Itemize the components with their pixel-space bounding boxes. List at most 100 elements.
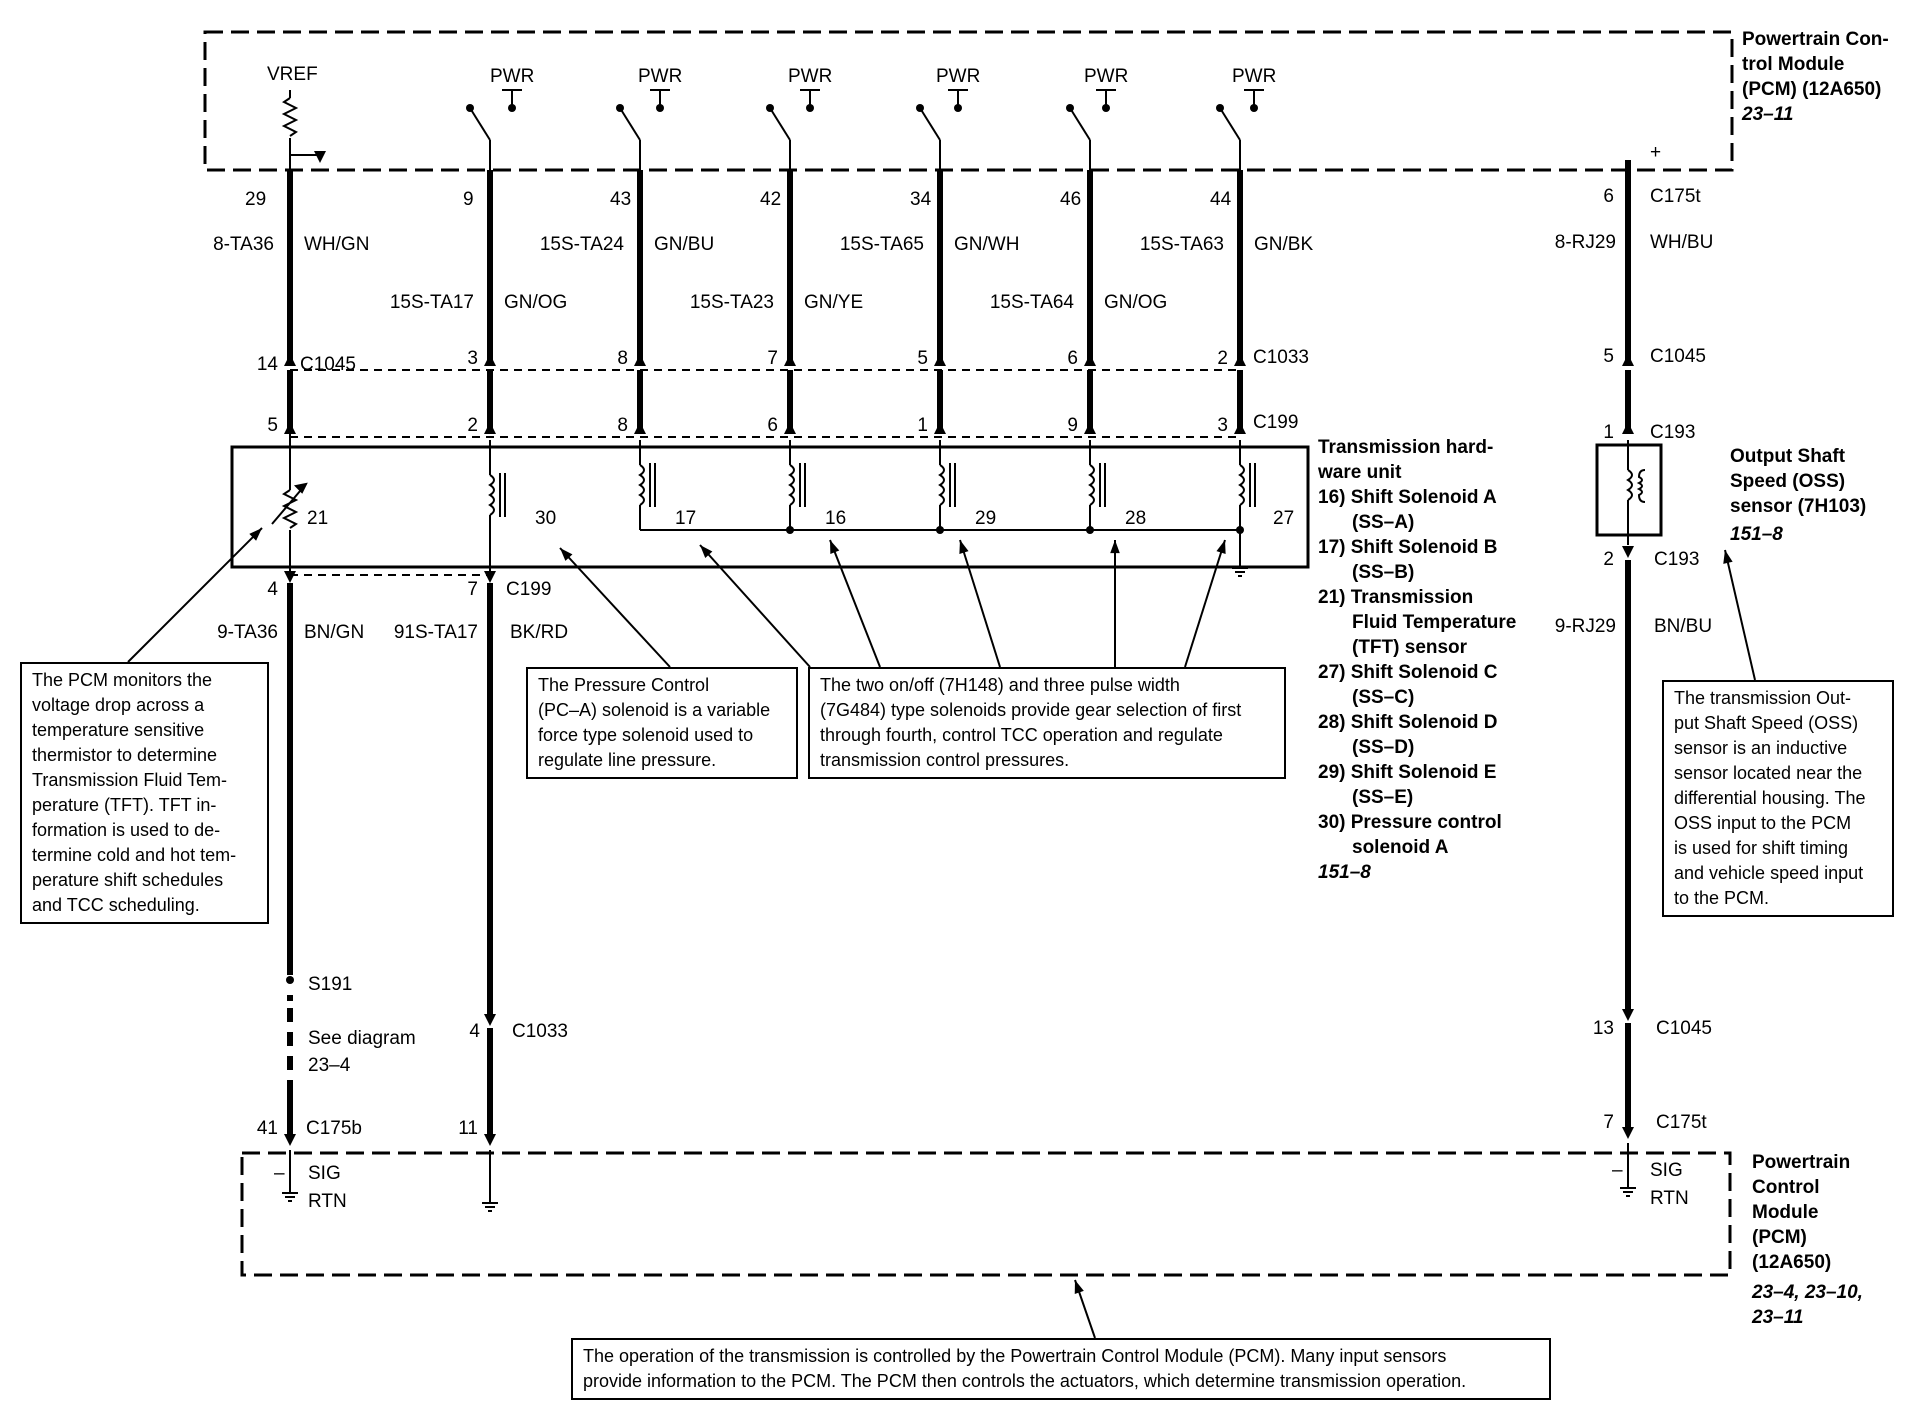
thu-legend-item: 28) Shift Solenoid D [1318,712,1497,733]
wire-color: GN/OG [1104,292,1167,313]
pwr-label: PWR [788,66,832,87]
circuit-number: 9-RJ29 [1555,616,1616,637]
c199-pin [784,422,796,434]
c199-pin [284,422,296,434]
c199-pin [634,422,646,434]
oss-label: Output Shaft [1730,446,1846,467]
common-junction [786,526,794,534]
leader-arrowhead [1074,1280,1084,1294]
thu-legend-item: 17) Shift Solenoid B [1318,537,1497,558]
pcm-pin-number: 7 [1603,1112,1614,1133]
pcm-ref: 23–11 [1751,1307,1803,1328]
solenoid-number: 27 [1273,508,1294,529]
pcm-pin-number: 11 [458,1118,478,1139]
circuit-number: 8-RJ29 [1555,232,1616,253]
pwr-switch [619,107,641,141]
switch-contact [616,104,624,112]
solenoid-number: 30 [535,508,556,529]
pwr-label: PWR [638,66,682,87]
pwr-switch [919,107,941,141]
note-line: voltage drop across a [32,695,205,715]
see-diagram-ref: 23–4 [308,1055,351,1076]
connector-c1045: C1045 [1656,1018,1712,1039]
pcm-label: (PCM) (12A650) [1742,79,1881,100]
c1045-pin [1622,1009,1634,1021]
note-line: thermistor to determine [32,745,218,765]
wire-color: GN/YE [804,292,863,313]
c1045-pin [634,354,646,366]
pwr-label: PWR [936,66,980,87]
thu-legend-item: 21) Transmission [1318,587,1473,608]
rtn-label: RTN [1650,1188,1689,1209]
leader-arrowhead [700,545,713,558]
solenoid-number: 17 [675,508,696,529]
leader-arrowhead [249,528,262,541]
solenoid-coil [1238,464,1245,506]
pcm-label: (12A650) [1752,1252,1831,1273]
c193-pin [1622,546,1634,558]
note-line: The PCM monitors the [32,670,213,690]
pcm-pin-number: 41 [257,1118,278,1139]
c199-pin-number: 7 [467,579,478,600]
wire-color: GN/BK [1254,234,1313,255]
circuit-number: 15S-TA17 [390,292,474,313]
thu-legend-item: (SS–D) [1352,737,1414,758]
pcm-pin-number: 44 [1210,189,1232,210]
tft-arrowhead [293,482,308,494]
splice-s191: S191 [308,974,352,995]
connector-c1033: C1033 [1253,347,1309,368]
wire-color: BN/BU [1654,616,1712,637]
note-line: differential housing. The [1674,788,1866,808]
connector-pin-number: 6 [1067,348,1078,369]
diagram-structure [127,30,1756,1339]
note-line: perature shift schedules [32,870,224,890]
leader-line [959,539,1001,668]
pcm-ref: 23–11 [1741,104,1793,125]
thu-legend-item: (SS–C) [1352,687,1414,708]
c199-pin-number: 4 [267,579,278,600]
c193-pin-number: 1 [1603,422,1614,443]
leader-arrowhead [830,540,840,554]
connector-pin-number: 3 [467,348,478,369]
pcm-pin-number: 43 [610,189,631,210]
c1045-pin [484,354,496,366]
thu-legend-item: (TFT) sensor [1352,637,1468,658]
solenoid-coil [488,474,495,516]
pcm-top-box [203,30,1734,172]
vref-label: VREF [267,64,318,85]
leader-arrowhead [1110,540,1120,554]
wire-color: BK/RD [510,622,568,643]
tft-note: The PCM monitors the voltage drop across … [20,662,269,924]
wire-color: GN/WH [954,234,1019,255]
circuit-number: 15S-TA63 [1140,234,1224,255]
note-line: (7G484) type solenoids provide gear sele… [820,700,1242,720]
thu-legend-item: (SS–B) [1352,562,1414,583]
wire-color: WH/GN [304,234,369,255]
c199-pin [934,422,946,434]
vref-tap [314,151,326,163]
sig-minus: – [1612,1160,1623,1181]
connector-c175t: C175t [1656,1112,1707,1133]
circuit-number: 15S-TA65 [840,234,924,255]
leader-arrowhead [1216,540,1226,554]
pwr-dot [1102,104,1110,112]
pwr-dot [954,104,962,112]
c199-pin-number: 8 [617,415,628,436]
thu-ref: 151–8 [1318,862,1371,883]
solenoid-coil [638,464,645,506]
plus-sign: + [1650,142,1661,163]
pcm-bottom-box [240,1151,1732,1277]
solenoid-number: 28 [1125,508,1146,529]
vref-resistor [281,97,299,137]
note-line: formation is used to de- [32,820,221,840]
circuit-number: 15S-TA24 [540,234,625,255]
connector-c175t: C175t [1650,186,1701,207]
c199-pin [484,571,496,583]
solenoid-number: 21 [307,508,328,529]
oss-label: Speed (OSS) [1730,471,1845,492]
connector-c193: C193 [1654,549,1699,570]
note-line: Transmission Fluid Tem- [32,770,228,790]
pwr-dot [1250,104,1258,112]
thu-legend-item: 27) Shift Solenoid C [1318,662,1498,683]
